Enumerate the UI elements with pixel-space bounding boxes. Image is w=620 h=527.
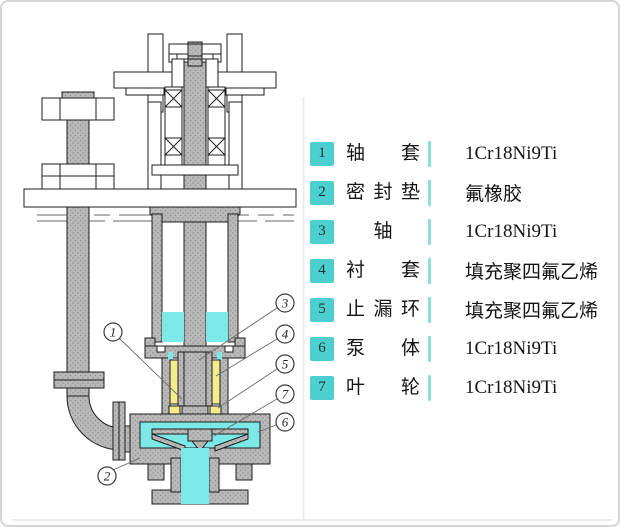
callout-number: 1 xyxy=(110,325,117,340)
ball-bearing-icon xyxy=(164,137,183,156)
part-number-badge: 3 xyxy=(310,219,334,244)
callout-number: 4 xyxy=(282,327,289,342)
part-name: 轴套 xyxy=(346,143,420,164)
legend-row: 2 密封垫 氟橡胶 xyxy=(310,173,616,212)
part-number-badge: 1 xyxy=(310,141,334,166)
callout-number: 5 xyxy=(282,357,289,372)
part-material: 填充聚四氟乙烯 xyxy=(465,262,599,283)
part-name: 衬套 xyxy=(346,260,420,281)
part-number-badge: 4 xyxy=(310,258,334,283)
legend-row: 6 泵体 1Cr18Ni9Ti xyxy=(310,329,616,368)
callout-2: 2 xyxy=(97,466,117,486)
legend-separator xyxy=(428,140,431,167)
callout-leaders xyxy=(112,307,278,471)
part-name: 叶轮 xyxy=(346,377,420,398)
motor-support-frame xyxy=(113,33,277,190)
part-name: 轴 xyxy=(373,221,393,242)
volute-casing xyxy=(129,413,271,505)
part-material: 氟橡胶 xyxy=(465,184,523,205)
stuffing-box xyxy=(144,337,246,427)
discharge-pipe xyxy=(41,91,134,461)
part-name: 泵体 xyxy=(346,338,420,359)
legend-separator xyxy=(428,257,431,284)
part-material: 1Cr18Ni9Ti xyxy=(465,220,558,242)
part-material: 1Cr18Ni9Ti xyxy=(465,337,558,359)
part-name: 止漏环 xyxy=(346,299,420,320)
legend-row: 3 轴 1Cr18Ni9Ti xyxy=(310,212,616,251)
ball-bearing-icon xyxy=(164,89,183,108)
legend-row: 4 衬套 填充聚四氟乙烯 xyxy=(310,251,616,290)
part-number-badge: 6 xyxy=(310,336,334,361)
part-material: 填充聚四氟乙烯 xyxy=(465,301,599,322)
callout-7: 7 xyxy=(275,384,295,404)
part-number-badge: 5 xyxy=(310,297,334,322)
part-number-badge: 2 xyxy=(310,180,334,205)
callout-number: 6 xyxy=(282,415,289,430)
parts-legend: 1 轴套 1Cr18Ni9Ti 2 密封垫 氟橡胶 3 轴 1Cr18Ni9Ti… xyxy=(310,134,616,407)
legend-separator xyxy=(428,179,431,206)
ball-bearing-icon xyxy=(207,89,226,108)
callout-4: 4 xyxy=(275,324,295,344)
callout-6: 6 xyxy=(275,412,295,432)
part-number-badge: 7 xyxy=(310,375,334,400)
part-material: 1Cr18Ni9Ti xyxy=(465,142,558,164)
legend-separator xyxy=(428,218,431,245)
callout-number: 7 xyxy=(282,387,289,402)
liquid-in-column xyxy=(206,312,228,342)
shaft-sleeve xyxy=(177,351,213,407)
callout-number: 2 xyxy=(104,469,111,484)
callout-5: 5 xyxy=(275,354,295,374)
liquid-in-column xyxy=(162,312,184,342)
pump-column xyxy=(149,206,241,343)
suction-pipe-liquid xyxy=(181,448,209,504)
callout-3: 3 xyxy=(275,293,295,313)
legend-separator xyxy=(428,296,431,323)
legend-row: 5 止漏环 填充聚四氟乙烯 xyxy=(310,290,616,329)
legend-row: 1 轴套 1Cr18Ni9Ti xyxy=(310,134,616,173)
legend-row: 7 叶轮 1Cr18Ni9Ti xyxy=(310,368,616,407)
impeller xyxy=(151,428,249,452)
callout-number: 3 xyxy=(281,296,289,311)
callout-1: 1 xyxy=(103,322,123,342)
picture-edge-lines xyxy=(12,97,612,521)
part-name: 密封垫 xyxy=(346,182,420,203)
legend-separator xyxy=(428,335,431,362)
part-material: 1Cr18Ni9Ti xyxy=(465,376,558,398)
bearing-assembly xyxy=(151,86,239,176)
mounting-plate xyxy=(23,188,297,208)
ball-bearing-icon xyxy=(207,137,226,156)
legend-separator xyxy=(428,374,431,401)
